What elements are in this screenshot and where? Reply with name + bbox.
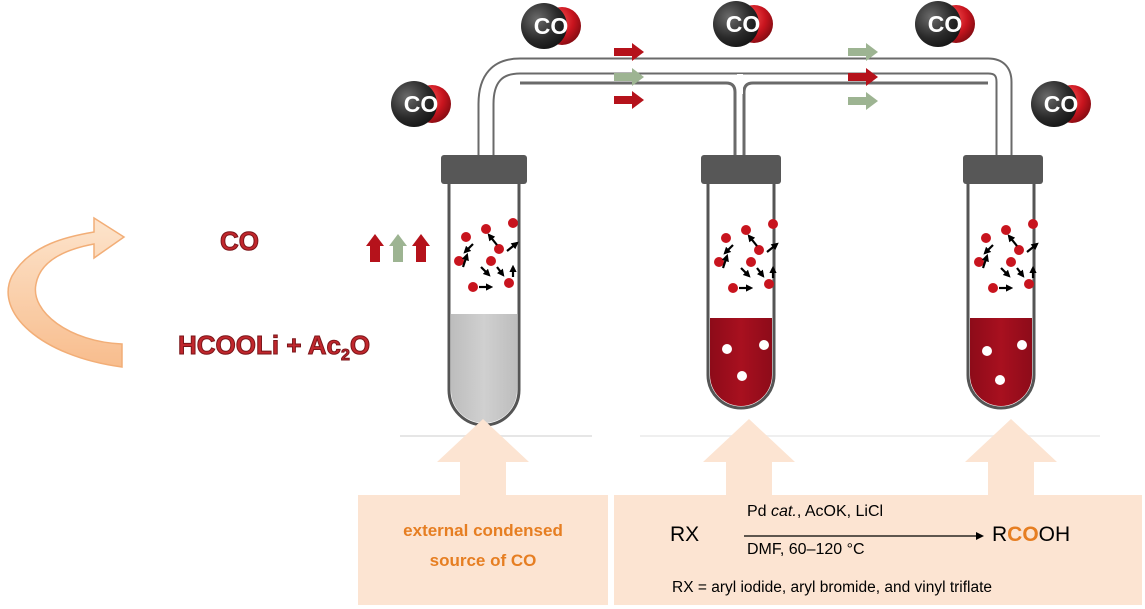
- flow-arrow: [614, 43, 644, 61]
- tube-cap: [701, 155, 781, 184]
- bubble: [1017, 340, 1027, 350]
- co-particle: [746, 257, 756, 267]
- co-badge-text: CO: [534, 13, 569, 39]
- co-particle: [981, 233, 991, 243]
- flow-arrow: [614, 68, 644, 86]
- co-particle: [1028, 219, 1038, 229]
- bubble: [759, 340, 769, 350]
- co-particle: [494, 244, 504, 254]
- co-particle: [486, 256, 496, 266]
- substrate-scope: RX = aryl iodide, aryl bromide, and viny…: [672, 579, 993, 596]
- box-arrow-reaction-1: [703, 419, 795, 495]
- motion-arrow: [461, 252, 469, 268]
- motion-arrow: [1016, 267, 1025, 278]
- co-label: CO: [220, 226, 260, 257]
- reaction-box: RX Pd cat., AcOK, LiCl DMF, 60–120 °C RC…: [614, 495, 1142, 605]
- reactant: RX: [670, 523, 700, 546]
- curved-cycle-arrow: [7, 216, 126, 368]
- motion-arrow: [480, 266, 491, 277]
- reaction-tube-2: [963, 155, 1043, 410]
- co-particle: [768, 219, 778, 229]
- source-line-2: source of CO: [429, 551, 537, 570]
- co-particle: [481, 224, 491, 234]
- co-particle: [974, 257, 984, 267]
- co-molecule-icon: CO: [713, 1, 773, 47]
- bubble: [982, 346, 992, 356]
- source-line-1: external condensed: [403, 521, 563, 540]
- motion-arrow: [747, 234, 758, 247]
- co-particle: [508, 218, 518, 228]
- flow-arrow: [848, 92, 878, 110]
- motion-arrow: [496, 266, 505, 277]
- motion-arrow: [1026, 242, 1039, 253]
- motion-arrow: [740, 267, 751, 278]
- co-particle: [1014, 245, 1024, 255]
- co-particle: [1024, 279, 1034, 289]
- bubble: [737, 371, 747, 381]
- co-particle: [754, 245, 764, 255]
- motion-arrow: [983, 244, 994, 255]
- bubble: [995, 375, 1005, 385]
- connecting-tubing: [477, 57, 1013, 156]
- co-badge-text: CO: [726, 11, 761, 37]
- bubble: [722, 344, 732, 354]
- co-molecule-icon: CO: [915, 1, 975, 47]
- co-particle: [454, 256, 464, 266]
- co-particle: [461, 232, 471, 242]
- box-arrow-reaction-2: [965, 419, 1057, 495]
- co-particle: [721, 233, 731, 243]
- motion-arrow: [723, 244, 734, 255]
- co-molecules: CO CO CO CO CO: [391, 1, 1091, 127]
- co-molecule-icon: CO: [391, 81, 451, 127]
- motion-arrow: [487, 233, 498, 246]
- co-particle: [504, 278, 514, 288]
- flow-arrows: [614, 43, 878, 110]
- flow-arrow: [848, 43, 878, 61]
- motion-arrow: [1000, 267, 1011, 278]
- co-badge-text: CO: [1044, 91, 1079, 117]
- conditions-top: Pd cat., AcOK, LiCl: [747, 503, 884, 520]
- co-molecule-icon: CO: [521, 3, 581, 49]
- co-particle: [1001, 225, 1011, 235]
- co-particle: [468, 282, 478, 292]
- flow-arrow: [614, 91, 644, 109]
- motion-arrow: [721, 253, 729, 269]
- tube-cap: [441, 155, 527, 184]
- flow-arrow: [848, 68, 878, 86]
- co-particle: [988, 283, 998, 293]
- source-tube: [441, 155, 527, 427]
- co-badge-text: CO: [404, 91, 439, 117]
- box-arrow-source: [437, 419, 529, 495]
- gas-particles: [454, 218, 1039, 293]
- tube-cap: [963, 155, 1043, 184]
- product: RCOOH: [992, 523, 1071, 546]
- motion-arrow: [506, 241, 519, 252]
- co-badge-text: CO: [928, 11, 963, 37]
- rising-arrows: [366, 234, 430, 262]
- co-particle: [728, 283, 738, 293]
- motion-arrow: [756, 267, 765, 278]
- motion-arrow: [463, 243, 474, 254]
- reagent-label: HCOOLi + Ac2O: [177, 330, 371, 365]
- co-particle: [714, 257, 724, 267]
- motion-arrow: [766, 242, 779, 253]
- motion-arrow: [1007, 234, 1018, 247]
- motion-arrow: [981, 253, 989, 269]
- co-molecule-icon: CO: [1031, 81, 1091, 127]
- source-info-box: external condensed source of CO: [358, 495, 608, 605]
- reaction-arrow: [744, 532, 984, 540]
- conditions-bottom: DMF, 60–120 °C: [747, 541, 865, 558]
- co-particle: [741, 225, 751, 235]
- co-particle: [1006, 257, 1016, 267]
- co-particle: [764, 279, 774, 289]
